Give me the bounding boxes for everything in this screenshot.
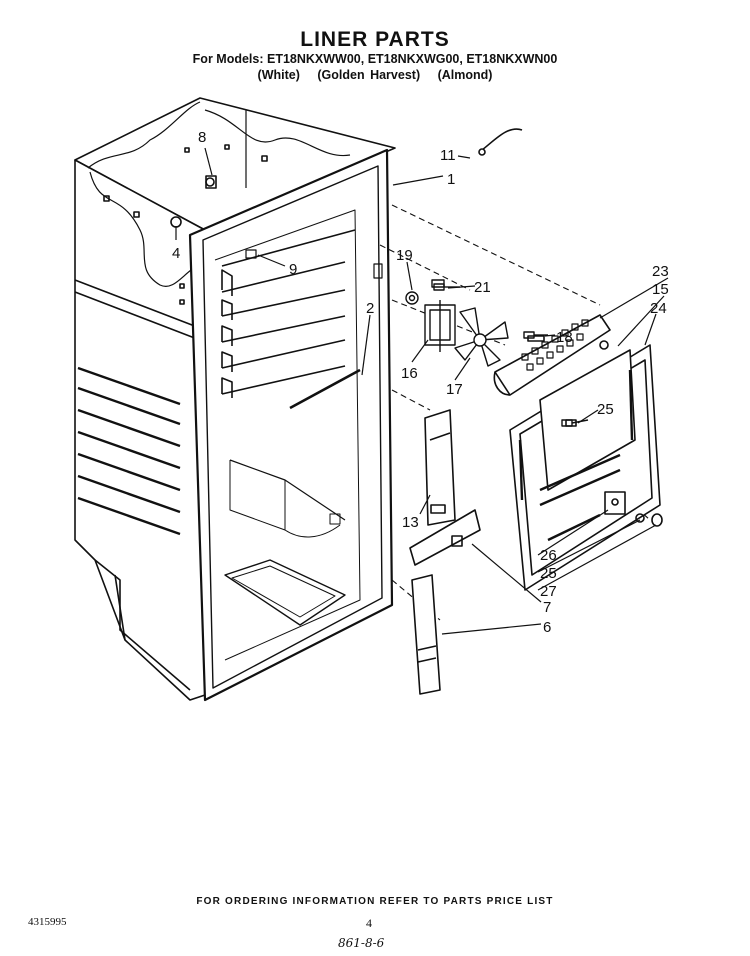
rear-panel <box>509 344 663 591</box>
callout-19: 19 <box>396 247 413 264</box>
callout-25-bottom: 25 <box>540 565 557 582</box>
callout-9: 9 <box>289 261 297 278</box>
callout-26: 26 <box>540 547 557 564</box>
screws <box>433 283 589 427</box>
document-number: 4315995 <box>28 916 67 928</box>
callout-23: 23 <box>652 263 669 280</box>
wire-harness <box>478 128 523 156</box>
color-almond: (Almond) <box>437 68 493 82</box>
callout-16: 16 <box>401 365 418 382</box>
callout-27: 27 <box>540 583 557 600</box>
evaporator-grille <box>493 314 611 396</box>
leader-lines <box>175 147 669 635</box>
page-title: LINER PARTS <box>300 28 450 51</box>
liner-strip <box>411 574 441 695</box>
callout-8: 8 <box>198 129 206 146</box>
color-white: (White) <box>257 68 300 82</box>
callout-2: 2 <box>366 300 374 317</box>
callout-17: 17 <box>446 381 463 398</box>
callout-4: 4 <box>172 245 180 262</box>
handwritten-code: 861-8-6 <box>338 936 385 950</box>
color-golden-harvest: (Golden Harvest) <box>317 68 421 82</box>
fan-motor-assembly <box>405 279 509 367</box>
callout-15: 15 <box>652 281 669 298</box>
color-list: (White) (Golden Harvest) (Almond) <box>0 68 750 82</box>
callout-7: 7 <box>543 599 551 616</box>
callout-24: 24 <box>650 300 667 317</box>
callout-11: 11 <box>440 147 456 164</box>
callout-numbers: 1 11 8 4 9 2 19 21 16 17 18 23 15 24 25 … <box>172 129 669 636</box>
callout-6: 6 <box>543 619 551 636</box>
callout-25-top: 25 <box>597 401 614 418</box>
ordering-note: FOR ORDERING INFORMATION REFER TO PARTS … <box>196 896 554 907</box>
callout-13: 13 <box>402 514 419 531</box>
callout-18: 18 <box>556 329 573 346</box>
callout-1: 1 <box>447 171 455 188</box>
air-duct <box>424 409 456 526</box>
model-list: For Models: ET18NKXWW00, ET18NKXWG00, ET… <box>192 52 558 66</box>
callout-21: 21 <box>474 279 491 296</box>
baffle <box>409 509 481 566</box>
liner-front-frame <box>188 148 394 702</box>
page-number: 4 <box>366 916 372 930</box>
